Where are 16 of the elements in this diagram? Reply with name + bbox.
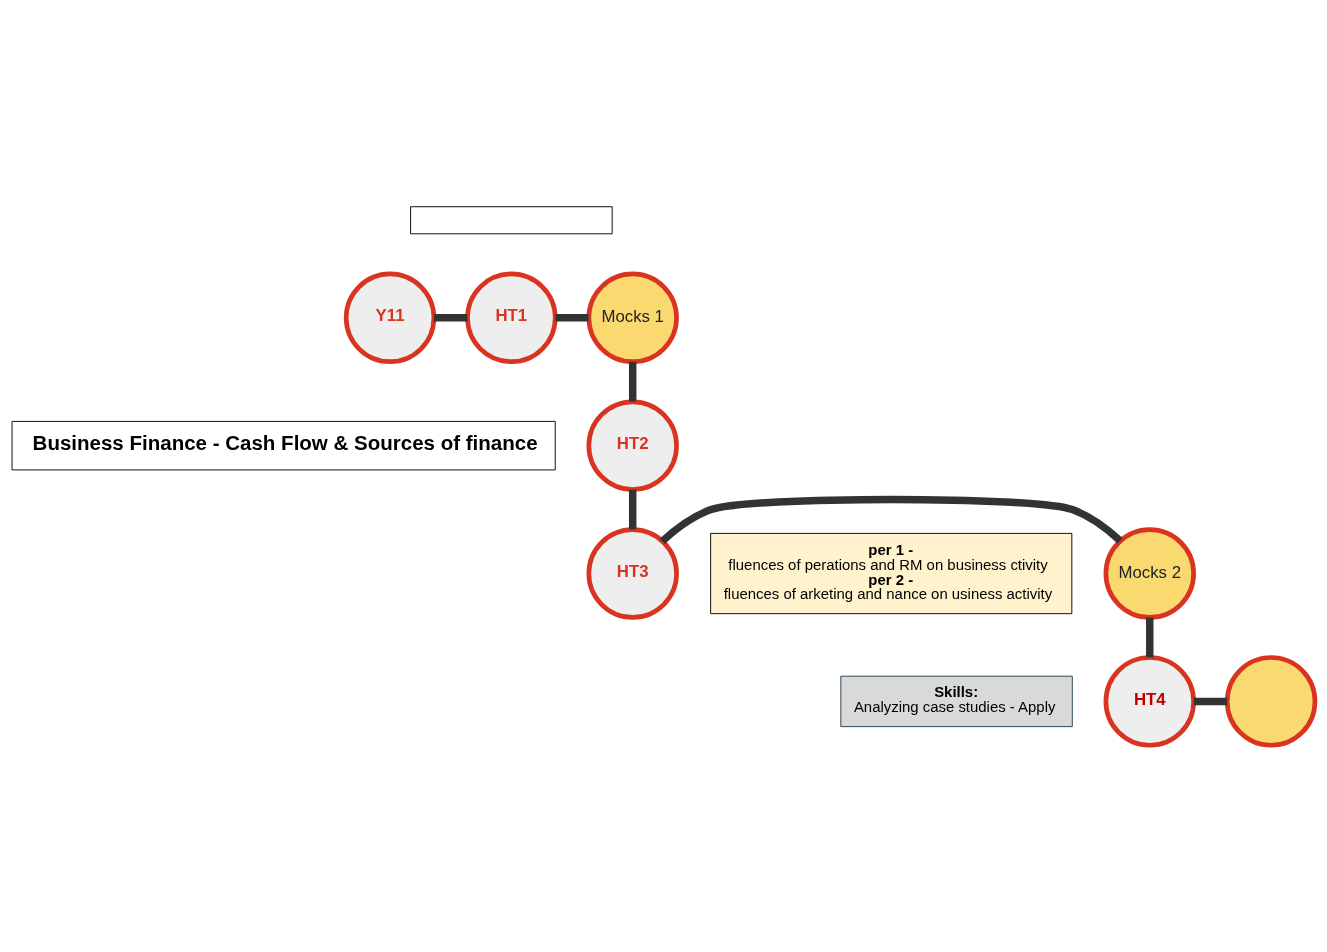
node-circle: HT3 (586, 527, 679, 620)
node-box: Business Finance - Cash Flow & Sources of finance (11, 420, 556, 471)
node-box: Skills: Analyzing case studies - Apply (840, 675, 1073, 728)
node-box (410, 206, 613, 235)
connector (659, 495, 1123, 544)
connector (434, 314, 468, 322)
node-box: per 1 - fluences of perations and RM on business ctivity per 2 - fluences of arketing and nance on usiness activity (710, 532, 1073, 615)
node-circle: HT4 (1103, 655, 1196, 748)
node-circle: Y11 (343, 271, 437, 364)
node-circle: HT2 (586, 399, 679, 492)
connector (555, 314, 589, 322)
connector (1193, 697, 1228, 706)
node-circle (1224, 655, 1318, 748)
node-circle: HT1 (465, 271, 558, 364)
node-circle: Mocks 2 (1103, 527, 1196, 620)
node-circle: Mocks 1 (586, 271, 679, 364)
